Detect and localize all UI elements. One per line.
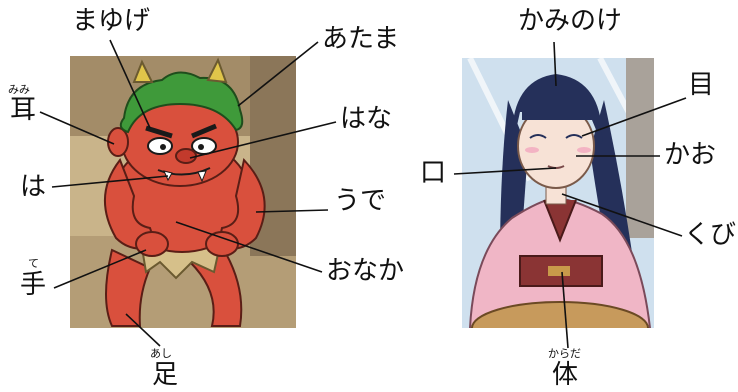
label-kaminoke: かみのけ xyxy=(518,6,623,36)
leader-line-ashi xyxy=(125,313,161,347)
ruby-mimi: みみ xyxy=(8,83,30,96)
leader-line-kubi xyxy=(561,193,683,237)
leader-line-onaka xyxy=(175,221,323,273)
label-me: 目 xyxy=(688,70,715,100)
oni-nose xyxy=(175,148,197,164)
label-atama: あたま xyxy=(322,24,400,54)
ruby-ashi: あし xyxy=(150,347,172,360)
oni-arm-left xyxy=(104,157,158,250)
ruby-te: て xyxy=(28,257,39,270)
oni-hair xyxy=(119,71,244,134)
leader-line-hana xyxy=(189,121,337,159)
label-te: 手 xyxy=(20,270,47,300)
leader-line-te xyxy=(53,249,147,289)
leader-line-karada xyxy=(561,271,569,349)
leader-line-kaminoke xyxy=(553,41,557,87)
label-ude: うで xyxy=(334,186,387,216)
leader-line-ha xyxy=(51,175,169,188)
label-onaka: おなか xyxy=(326,256,405,286)
oni-arm-right xyxy=(216,157,266,250)
label-mayuge: まゆげ xyxy=(72,6,151,36)
label-ha: は xyxy=(20,172,47,202)
label-kubi: くび xyxy=(684,220,737,250)
basket xyxy=(471,301,649,328)
leader-lines xyxy=(39,39,687,349)
ruby-karada: からだ xyxy=(548,347,581,360)
leader-line-atama xyxy=(237,41,319,107)
leader-line-ude xyxy=(255,209,329,213)
label-kao: かお xyxy=(664,140,717,170)
label-kuchi: 口 xyxy=(420,158,447,188)
label-karada: 体 xyxy=(552,360,579,390)
leader-line-mimi xyxy=(39,111,115,145)
oni-legs xyxy=(105,248,152,327)
leader-line-me xyxy=(581,97,687,137)
label-mimi: 耳 xyxy=(10,95,37,125)
label-ashi: 足 xyxy=(152,360,179,390)
leader-line-mayuge xyxy=(109,39,151,129)
label-hana: はな xyxy=(340,104,393,134)
leader-line-kuchi xyxy=(453,167,557,175)
